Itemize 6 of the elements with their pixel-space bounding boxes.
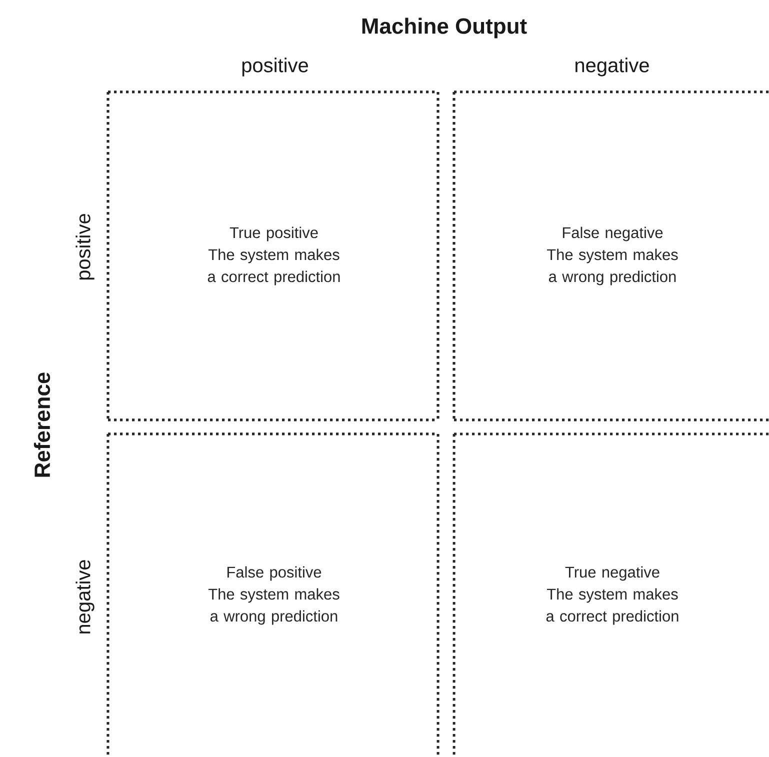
matrix-cell: False negative The system makes a wrong prediction [452, 90, 769, 422]
matrix-cell: True negative The system makes a correct prediction [452, 432, 769, 757]
matrix-cell: False positive The system makes a wrong prediction [106, 432, 440, 757]
matrix-cell: True positive The system makes a correct prediction [106, 90, 440, 422]
axis-title: Reference [34, 372, 50, 477]
axis-title: Machine Output [362, 18, 527, 38]
